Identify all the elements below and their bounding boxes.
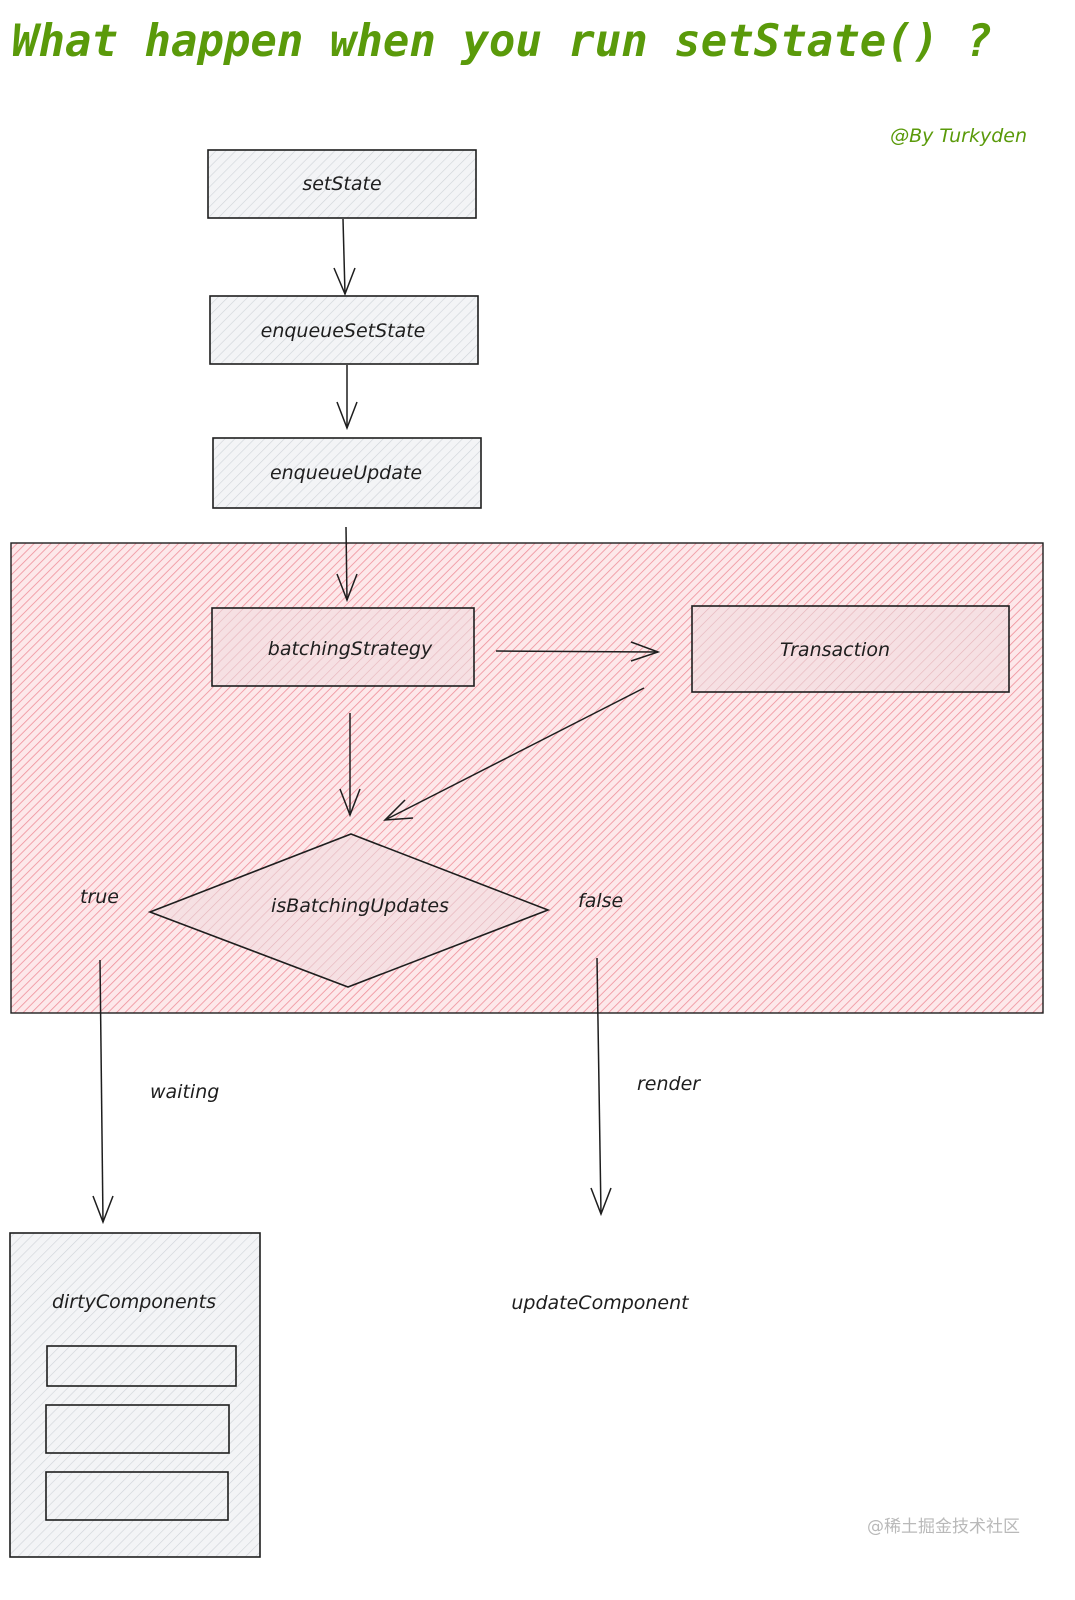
arrow-true-to-dirty-components <box>92 959 114 1225</box>
node-enqueue-set-state-label: enqueueSetState <box>261 320 426 342</box>
dirty-component-slot <box>46 1345 237 1387</box>
node-set-state: setState <box>207 149 477 219</box>
watermark: @稀土掘金技术社区 <box>867 1517 1020 1537</box>
arrow-false-to-update-component <box>590 957 612 1217</box>
arrow-enqueue-set-state-to-enqueue-update <box>336 365 358 431</box>
arrow-transaction-to-decision <box>383 687 645 821</box>
author-credit: @By Turkyden <box>890 125 1027 147</box>
arrow-enqueue-update-to-batching-strategy <box>336 526 358 603</box>
node-dirty-components-label: dirtyComponents <box>52 1291 216 1313</box>
edge-label-true: true <box>80 886 119 908</box>
node-enqueue-set-state: enqueueSetState <box>209 295 479 365</box>
dirty-component-slot <box>45 1404 230 1454</box>
node-dirty-components: dirtyComponents <box>9 1232 261 1558</box>
node-update-component-label: updateComponent <box>511 1292 690 1314</box>
node-is-batching-updates-label: isBatchingUpdates <box>271 895 449 917</box>
edge-label-false: false <box>578 890 623 912</box>
edge-label-waiting: waiting <box>150 1081 219 1103</box>
node-enqueue-update: enqueueUpdate <box>212 437 482 509</box>
node-enqueue-update-label: enqueueUpdate <box>270 462 422 484</box>
dirty-component-slot <box>45 1471 229 1521</box>
node-set-state-label: setState <box>302 173 381 195</box>
node-batching-strategy-label: batchingStrategy <box>268 638 433 660</box>
arrow-batching-strategy-to-decision <box>339 713 361 818</box>
page-title: What happen when you run setState() ? <box>12 16 992 67</box>
arrow-batching-strategy-to-transaction <box>495 641 661 662</box>
node-transaction-label: Transaction <box>780 639 890 661</box>
node-batching-strategy: batchingStrategy <box>211 607 475 687</box>
arrow-set-state-to-enqueue-set-state <box>333 218 356 297</box>
node-is-batching-updates: isBatchingUpdates <box>147 833 551 988</box>
edge-label-render: render <box>637 1073 701 1095</box>
node-transaction: Transaction <box>691 605 1010 693</box>
